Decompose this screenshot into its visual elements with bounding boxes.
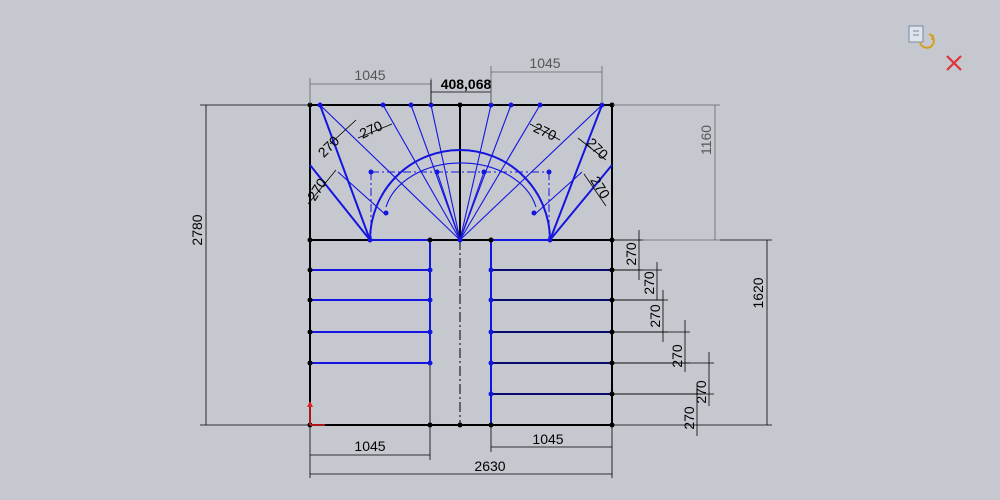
dim-winder-right-3[interactable]: 270 [583,173,613,207]
confirm-rebuild-icon[interactable] [908,25,935,49]
dim-top-center[interactable]: 408,068 [430,76,492,104]
dim-bottom-right[interactable]: 1045 [490,426,613,478]
dim-winder-left-1[interactable]: 270 [315,119,357,160]
dim-winder-left-3[interactable]: 270 [304,169,337,205]
svg-text:1045: 1045 [529,55,560,71]
dim-top-left[interactable]: 1045 [309,67,432,104]
svg-text:270: 270 [584,135,612,163]
dim-step-2[interactable]: 270 [613,262,662,301]
dim-step-5[interactable]: 270 [613,352,714,406]
winder-sketch[interactable] [309,104,613,425]
svg-text:270: 270 [587,173,613,201]
outline-points [307,102,615,428]
svg-text:1045: 1045 [354,438,385,454]
svg-text:1620: 1620 [750,277,766,308]
svg-text:2780: 2780 [189,214,205,245]
cancel-x-icon[interactable] [946,55,962,71]
dim-lower-height[interactable]: 1620 [613,239,772,426]
svg-text:270: 270 [304,175,330,203]
svg-text:270: 270 [357,117,385,141]
svg-text:1160: 1160 [698,125,714,155]
dim-winder-right-2[interactable]: 270 [577,135,612,163]
stair-outline [309,104,613,426]
svg-text:1045: 1045 [354,67,385,83]
svg-text:270: 270 [623,242,639,266]
dim-winder-left-2[interactable]: 270 [357,117,393,142]
dim-step-6[interactable]: 270 [613,384,702,436]
svg-text:270: 270 [681,406,697,430]
dim-winder-right-1[interactable]: 270 [529,119,561,144]
svg-text:2630: 2630 [474,458,505,474]
dim-bottom-left[interactable]: 1045 [309,426,431,478]
dim-step-1[interactable]: 270 [613,230,643,280]
svg-text:1045: 1045 [532,431,563,447]
svg-text:270: 270 [531,119,559,143]
sketch-points[interactable] [317,102,605,397]
svg-text:270: 270 [669,344,685,368]
dim-upper-height[interactable]: 1160 [613,104,720,241]
dim-total-height[interactable]: 2780 [189,104,309,426]
svg-text:270: 270 [693,380,709,404]
dim-top-right[interactable]: 1045 [490,55,603,104]
svg-text:270: 270 [641,271,657,295]
svg-text:408,068: 408,068 [441,76,492,92]
dim-total-width[interactable]: 2630 [310,458,612,475]
svg-text:270: 270 [647,304,663,328]
origin-icon [307,401,325,426]
dim-step-3[interactable]: 270 [613,290,668,342]
